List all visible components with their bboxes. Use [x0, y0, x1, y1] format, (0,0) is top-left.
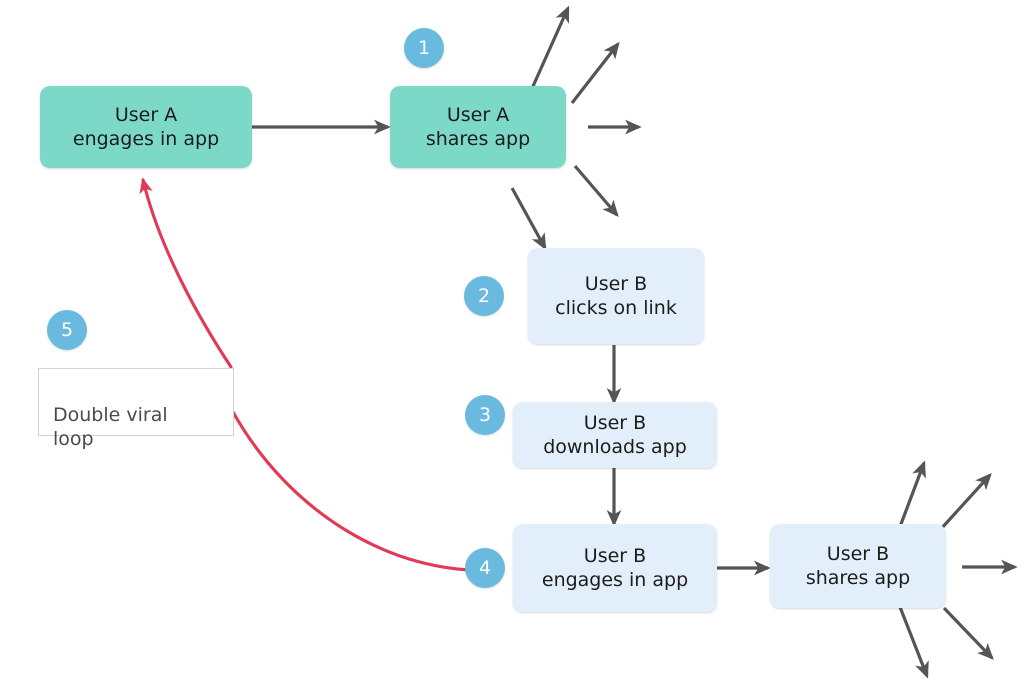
node-user-b-shares-app[interactable]: User B shares app [770, 524, 946, 608]
badge-step-5[interactable]: 5 [47, 310, 87, 350]
node-label: User A shares app [425, 103, 531, 150]
node-label: User B clicks on link [555, 272, 677, 319]
radiating-arrow-b-shares-up [896, 460, 926, 533]
edge-a-shares-to-b-clicks [510, 187, 547, 251]
node-user-a-engages-in-app[interactable]: User A engages in app [40, 86, 252, 168]
node-label: User A engages in app [72, 103, 220, 150]
radiating-arrow-b-shares-up-right [938, 473, 992, 532]
double-viral-loop-label[interactable]: Double viral loop [38, 368, 234, 450]
node-user-b-engages-in-app[interactable]: User B engages in app [513, 524, 717, 612]
node-user-b-clicks-on-link[interactable]: User B clicks on link [528, 248, 704, 344]
edge-double-viral-loop-arrow [139, 177, 233, 369]
radiating-arrow-a-shares-down-right [573, 164, 619, 218]
badge-step-4[interactable]: 4 [465, 548, 505, 588]
node-label: User B shares app [805, 542, 911, 589]
annotation-text: Double viral loop [53, 403, 168, 451]
radiating-arrow-a-shares-up [528, 5, 570, 94]
badge-number: 5 [60, 319, 74, 341]
badge-number: 2 [477, 285, 491, 307]
badge-number: 3 [478, 404, 492, 426]
badge-step-3[interactable]: 3 [465, 395, 505, 435]
radiating-arrow-a-shares-up-right [570, 41, 620, 104]
badge-step-1[interactable]: 1 [404, 28, 444, 68]
edge-double-viral-loop [231, 410, 499, 572]
node-label: User B engages in app [541, 544, 689, 591]
radiating-arrow-b-shares-down-right [942, 606, 994, 660]
badge-step-2[interactable]: 2 [464, 276, 504, 316]
badge-number: 4 [478, 557, 492, 579]
badge-number: 1 [417, 37, 431, 59]
radiating-arrow-b-shares-down [898, 606, 929, 679]
node-user-a-shares-app[interactable]: User A shares app [390, 86, 566, 168]
node-label: User B downloads app [543, 411, 687, 458]
node-user-b-downloads-app[interactable]: User B downloads app [513, 402, 717, 468]
